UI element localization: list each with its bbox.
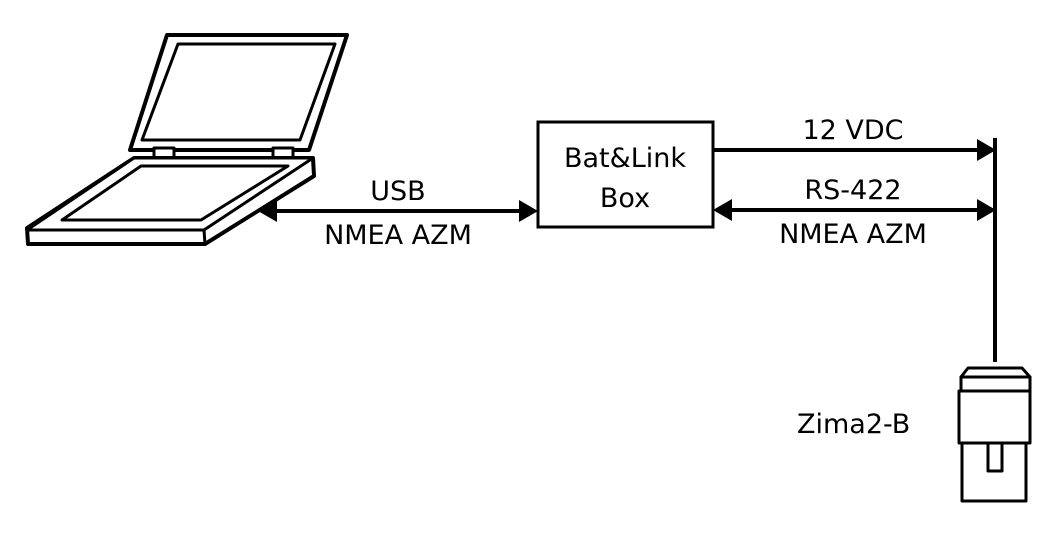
box-label-line1: Bat&Link	[564, 143, 686, 174]
box-label-line2: Box	[600, 183, 650, 214]
arrowhead-left-icon	[713, 199, 732, 221]
power-connection: 12 VDC	[713, 115, 996, 161]
arrowhead-right-icon	[519, 200, 538, 222]
arrowhead-right-icon	[977, 199, 996, 221]
arrowhead-left-icon	[258, 200, 277, 222]
arrowhead-right-icon	[977, 139, 996, 161]
rs422-connection: RS-422 NMEA AZM	[713, 175, 996, 250]
zima2b-transponder-icon	[957, 366, 1032, 503]
power-label: 12 VDC	[802, 115, 903, 146]
laptop-icon	[25, 33, 349, 246]
device-label: Zima2-B	[797, 409, 910, 440]
rs422-label: RS-422	[804, 175, 901, 206]
usb-protocol-label: NMEA AZM	[324, 220, 472, 251]
usb-label: USB	[370, 176, 425, 207]
usb-connection: USB NMEA AZM	[258, 176, 538, 251]
bat-link-box: Bat&Link Box	[536, 120, 715, 229]
rs422-protocol-label: NMEA AZM	[779, 219, 927, 250]
